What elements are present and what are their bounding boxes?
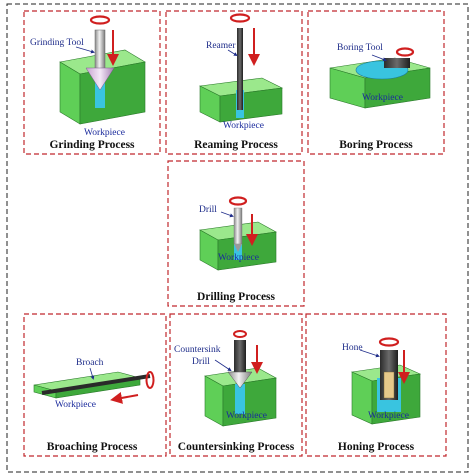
reaming-workpiece-side [219,87,283,123]
drilling-caption: Drilling Process [197,291,276,303]
boring-workpiece-label: Workpiece [362,93,403,103]
panel-drilling-border [167,160,305,307]
countersinking-tool-label-2: Drill [192,357,210,367]
reaming-tool-pointer [227,49,238,57]
reaming-tool-label: Reamer [206,41,236,51]
broaching-illustration [33,367,155,404]
honing-illustration [350,337,422,425]
grinding-rotation-arrow [89,15,111,25]
panel-countersinking-border [169,313,303,457]
reaming-caption: Reaming Process [194,139,278,151]
drilling-tool-tip [234,244,242,252]
countersinking-tool-cone [227,371,253,389]
drilling-tool-label: Drill [199,205,217,215]
grinding-illustration [59,15,146,125]
countersinking-tool-label-1: Countersink [174,345,221,355]
reaming-workpiece-label: Workpiece [223,121,264,131]
reaming-tool-shaft [237,28,243,110]
panel-broaching-border [23,313,167,457]
grinding-workpiece-label: Workpiece [84,128,125,138]
countersinking-workpiece-label: Workpiece [226,411,267,421]
boring-illustration [329,47,431,109]
panel-reaming-border [165,10,303,155]
broaching-workpiece-label: Workpiece [55,400,96,410]
drilling-tool-pointer [220,211,234,218]
drilling-workpiece-label: Workpiece [218,253,259,263]
broaching-tool-pointer [89,367,95,380]
grinding-tool-pointer [75,46,95,54]
honing-stone [383,371,395,399]
honing-workpiece-label: Workpiece [368,411,409,421]
grinding-tool-shaft [94,29,106,71]
drilling-tool-shaft [233,207,243,245]
boring-caption: Boring Process [339,139,413,151]
grinding-tool-cone [85,67,115,91]
broaching-tool-bar [41,374,151,395]
panel-honing-border [305,313,447,457]
grinding-caption: Grinding Process [49,139,135,151]
honing-rotation-arrow [378,337,400,347]
honing-tool-label: Hone [342,343,363,353]
countersinking-rotation-arrow [233,330,247,338]
panel-grinding-border [23,10,161,155]
broaching-feed-arrow [110,392,139,404]
countersinking-tool-shaft [234,340,246,372]
boring-tool-bar [384,58,410,68]
reaming-rotation-arrow [229,13,251,23]
honing-caption: Honing Process [338,441,415,453]
boring-tool-pointer [371,54,387,62]
countersinking-illustration [204,330,277,427]
broaching-tool-label: Broach [76,358,104,368]
boring-rotation-arrow [395,47,415,57]
reaming-illustration [198,13,284,123]
panel-boring-border [307,10,445,155]
countersinking-tool-pointer [214,359,232,372]
broaching-caption: Broaching Process [47,441,138,453]
grinding-tool-label: Grinding Tool [30,38,84,48]
outer-frame [6,3,469,473]
broaching-rotation-arrow [145,371,155,389]
honing-tool-pointer [359,349,380,358]
boring-tool-label: Boring Tool [337,43,383,53]
countersinking-caption: Countersinking Process [178,441,295,453]
drilling-rotation-arrow [228,196,248,206]
countersinking-hole [235,384,245,414]
grinding-hole [95,78,105,108]
drilling-illustration [199,196,277,271]
